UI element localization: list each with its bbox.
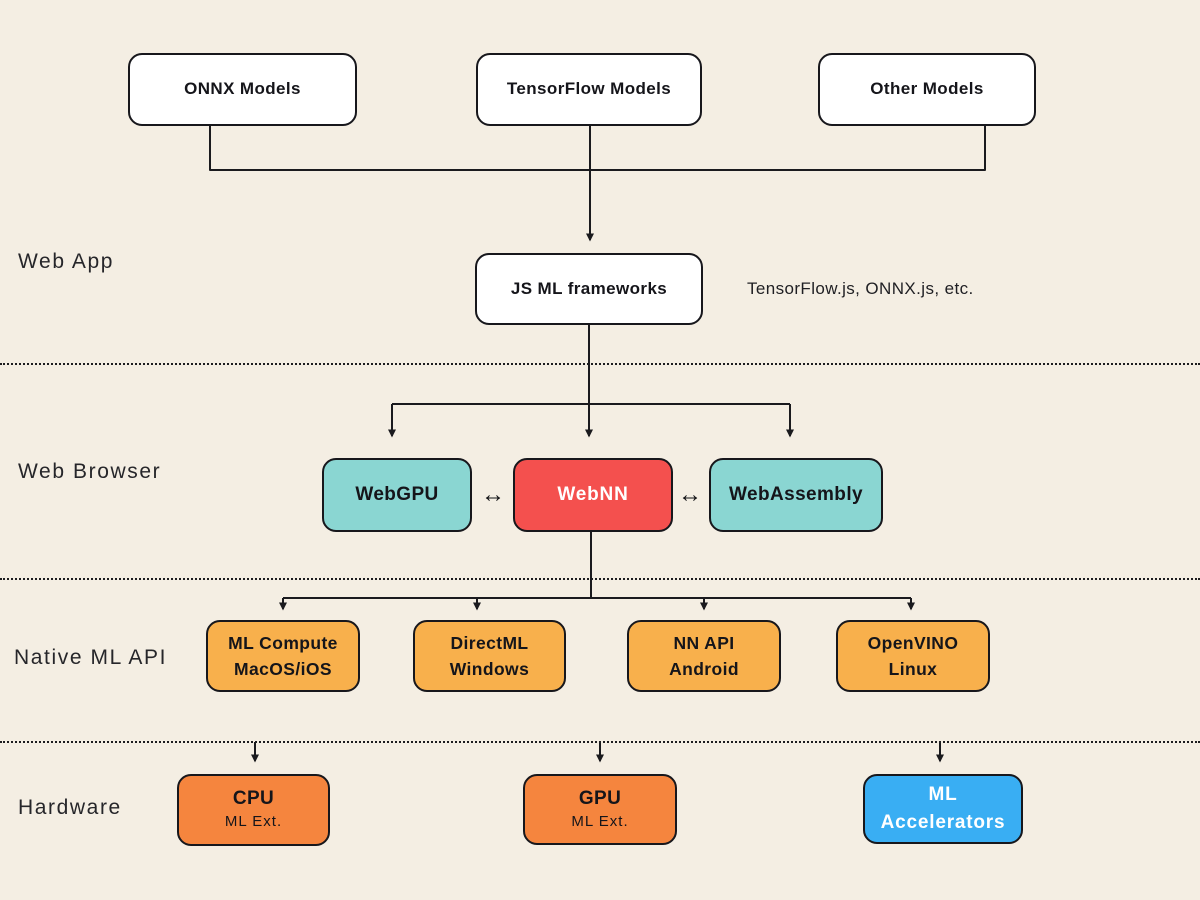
node-line: DirectML xyxy=(450,633,529,653)
separator-nativeapi-hardware xyxy=(0,741,1200,743)
node-webnn: WebNN xyxy=(513,458,673,532)
node-directml-windows: DirectML Windows xyxy=(413,620,566,692)
bidirectional-arrow-icon: ↔ xyxy=(678,481,702,508)
node-ml-accelerators: ML Accelerators xyxy=(863,774,1023,844)
layer-label-web-app: Web App xyxy=(18,250,115,273)
node-line: ML Ext. xyxy=(224,813,283,830)
layer-label-web-browser: Web Browser xyxy=(18,460,162,483)
node-gpu: GPU ML Ext. xyxy=(523,774,677,845)
bidirectional-arrow-icon: ↔ xyxy=(481,481,505,508)
node-cpu: CPU ML Ext. xyxy=(177,774,330,846)
layer-label-native-ml-api: Native ML API xyxy=(14,646,168,669)
node-other-models: Other Models xyxy=(818,53,1036,126)
node-line: Linux xyxy=(888,659,938,679)
node-js-ml-frameworks: JS ML frameworks xyxy=(475,253,703,325)
connector-native-to-hardware xyxy=(251,742,944,763)
node-openvino-linux: OpenVINO Linux xyxy=(836,620,990,692)
node-line: Android xyxy=(669,659,739,679)
node-tensorflow-models: TensorFlow Models xyxy=(476,53,702,126)
node-line: ML Compute xyxy=(228,633,338,653)
node-line: MacOS/iOS xyxy=(234,659,332,679)
connector-frameworks-to-browser-apis xyxy=(388,325,794,438)
connector-webnn-to-native-apis xyxy=(279,532,915,611)
separator-webapp-webbrowser xyxy=(0,363,1200,365)
node-line: NN API xyxy=(673,633,735,653)
node-line: Windows xyxy=(449,659,530,679)
node-line: CPU xyxy=(232,788,275,809)
node-line: OpenVINO xyxy=(867,633,959,653)
node-webgpu: WebGPU xyxy=(322,458,472,532)
connector-models-to-frameworks xyxy=(209,126,986,242)
node-webassembly: WebAssembly xyxy=(709,458,883,532)
node-nnapi-android: NN API Android xyxy=(627,620,781,692)
layer-label-hardware: Hardware xyxy=(18,796,122,819)
frameworks-examples-annotation: TensorFlow.js, ONNX.js, etc. xyxy=(747,279,974,298)
node-line: ML xyxy=(928,784,958,805)
separator-webbrowser-nativeapi xyxy=(0,578,1200,580)
node-onnx-models: ONNX Models xyxy=(128,53,357,126)
node-line: ML Ext. xyxy=(571,812,629,830)
node-line: GPU xyxy=(578,787,622,809)
node-ml-compute-macos: ML Compute MacOS/iOS xyxy=(206,620,360,692)
node-line: Accelerators xyxy=(880,812,1006,833)
